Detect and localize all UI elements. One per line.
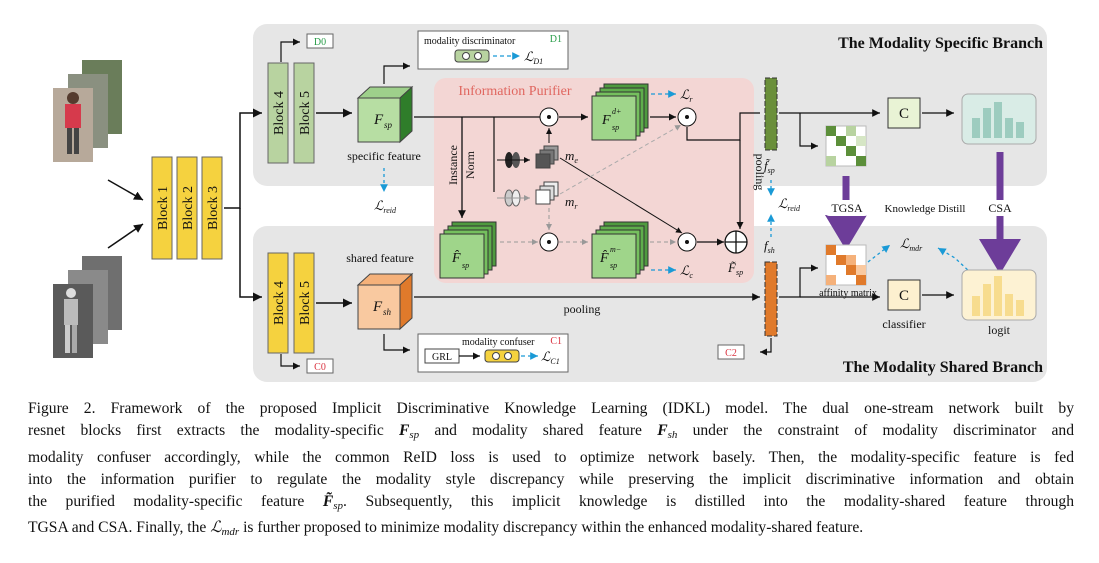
block-2: Block 2 (176, 156, 198, 260)
svg-text:C2: C2 (725, 348, 737, 359)
shared-feature-label: shared feature (346, 251, 414, 265)
shared-branch-title: The Modality Shared Branch (843, 359, 1043, 376)
m-e-label: me (565, 148, 578, 165)
specific-block-5: Block 5 (293, 62, 315, 164)
f-sp-cube: F sp (356, 85, 414, 144)
svg-text:F: F (601, 113, 611, 128)
logit-label: logit (988, 323, 1011, 337)
svg-text:sp: sp (384, 120, 393, 130)
specific-block-4: Block 4 (267, 62, 289, 164)
f-sp-hat-stack: F̂ sp (439, 221, 497, 279)
specific-branch-title: The Modality Specific Branch (838, 35, 1043, 52)
block-3: Block 3 (201, 156, 223, 260)
svg-text:sp: sp (462, 261, 469, 270)
f-sh-vector (764, 261, 778, 337)
modality-discriminator-box (417, 30, 569, 70)
affinity-heatmap-specific (825, 125, 867, 167)
svg-text:C0: C0 (314, 362, 326, 373)
tgsa-label: TGSA (831, 201, 863, 215)
svg-text:sh: sh (383, 307, 392, 317)
m-e-stack (535, 145, 559, 169)
loss-reid-middle: ℒreid (778, 196, 801, 213)
framework-diagram: The Modality Specific Branch The Modalit… (53, 24, 1047, 382)
caption-line-6: TGSA and CSA. Finally, the ℒmdr is furth… (28, 519, 864, 539)
f-sh-small-label: fsh (764, 238, 775, 255)
tgsa-label-box (822, 200, 872, 216)
shared-block-4: Block 4 (267, 252, 289, 354)
svg-text:Block 5: Block 5 (298, 281, 313, 325)
svg-text:C: C (899, 106, 909, 122)
information-purifier-bg (434, 78, 754, 283)
instance-norm-label-2: Norm (463, 150, 477, 179)
affinity-heatmap-shared (825, 244, 867, 286)
svg-text:sp: sp (610, 261, 617, 270)
caption-line-4: into the information purifier to regulat… (28, 470, 1074, 488)
svg-text:C1: C1 (550, 336, 562, 347)
csa-label: CSA (988, 201, 1012, 215)
svg-text:Block 4: Block 4 (272, 281, 287, 325)
svg-text:sp: sp (612, 123, 619, 132)
f-sp-dplus-stack: F d+ sp (591, 83, 649, 141)
shared-block-5: Block 5 (293, 252, 315, 354)
loss-reid-specific: ℒreid (374, 198, 397, 215)
knowledge-distill-label: Knowledge Distill (885, 203, 966, 215)
instance-norm-label-1: Instance (446, 145, 460, 185)
f-sp-mminus-stack: F̂ m− sp (591, 221, 649, 279)
specific-feature-label: specific feature (347, 149, 421, 163)
svg-text:C: C (899, 288, 909, 304)
svg-text:m−: m− (610, 245, 621, 254)
m-r-label: mr (565, 194, 578, 211)
f-sh-cube: F sh (356, 272, 414, 331)
svg-text:GRL: GRL (432, 352, 452, 363)
information-purifier-title: Information Purifier (458, 84, 571, 99)
caption-line-5: the purified modality-specific feature F… (28, 493, 1075, 513)
pooling-vertical-label: pooling (753, 154, 767, 191)
svg-text:modality discriminator: modality discriminator (424, 36, 516, 47)
svg-text:F: F (372, 299, 383, 315)
svg-text:d+: d+ (612, 107, 621, 116)
affinity-matrix-label: affinity matrix (819, 288, 877, 299)
svg-text:modality confuser: modality confuser (462, 337, 535, 348)
caption-line-3: modality confuser accordingly, while the… (28, 448, 1074, 466)
c2-badge (717, 344, 745, 360)
d0-badge (306, 33, 334, 49)
f-sp-small-label: f̃sp (764, 158, 775, 175)
svg-text:D0: D0 (314, 37, 326, 48)
caption-line-2: resnet blocks first extracts the modalit… (28, 422, 1074, 442)
block-1: Block 1 (151, 156, 173, 260)
f-sp-vector (764, 77, 778, 151)
svg-text:Block 1: Block 1 (156, 186, 171, 230)
svg-text:Block 5: Block 5 (298, 91, 313, 135)
rgb-person-images (53, 60, 122, 162)
pooling-horizontal-label: pooling (564, 302, 601, 316)
c0-badge (306, 358, 334, 374)
svg-text:Block 3: Block 3 (206, 186, 221, 230)
classifier-box-shared (887, 279, 921, 311)
svg-text:F̂: F̂ (599, 250, 609, 266)
csa-label-box (980, 200, 1020, 216)
ir-person-images (53, 256, 122, 358)
svg-text:F̂: F̂ (451, 250, 461, 266)
svg-text:Block 2: Block 2 (181, 186, 196, 230)
svg-text:F: F (373, 112, 384, 128)
figure-caption: Figure 2. Framework of the proposed Impl… (28, 398, 1074, 544)
caption-line-1: Figure 2. Framework of the proposed Impl… (28, 400, 1074, 417)
m-r-stack (535, 181, 559, 205)
svg-text:D1: D1 (550, 34, 562, 45)
classifier-label: classifier (882, 317, 925, 331)
svg-text:Block 4: Block 4 (272, 91, 287, 135)
classifier-box-specific (887, 97, 921, 129)
